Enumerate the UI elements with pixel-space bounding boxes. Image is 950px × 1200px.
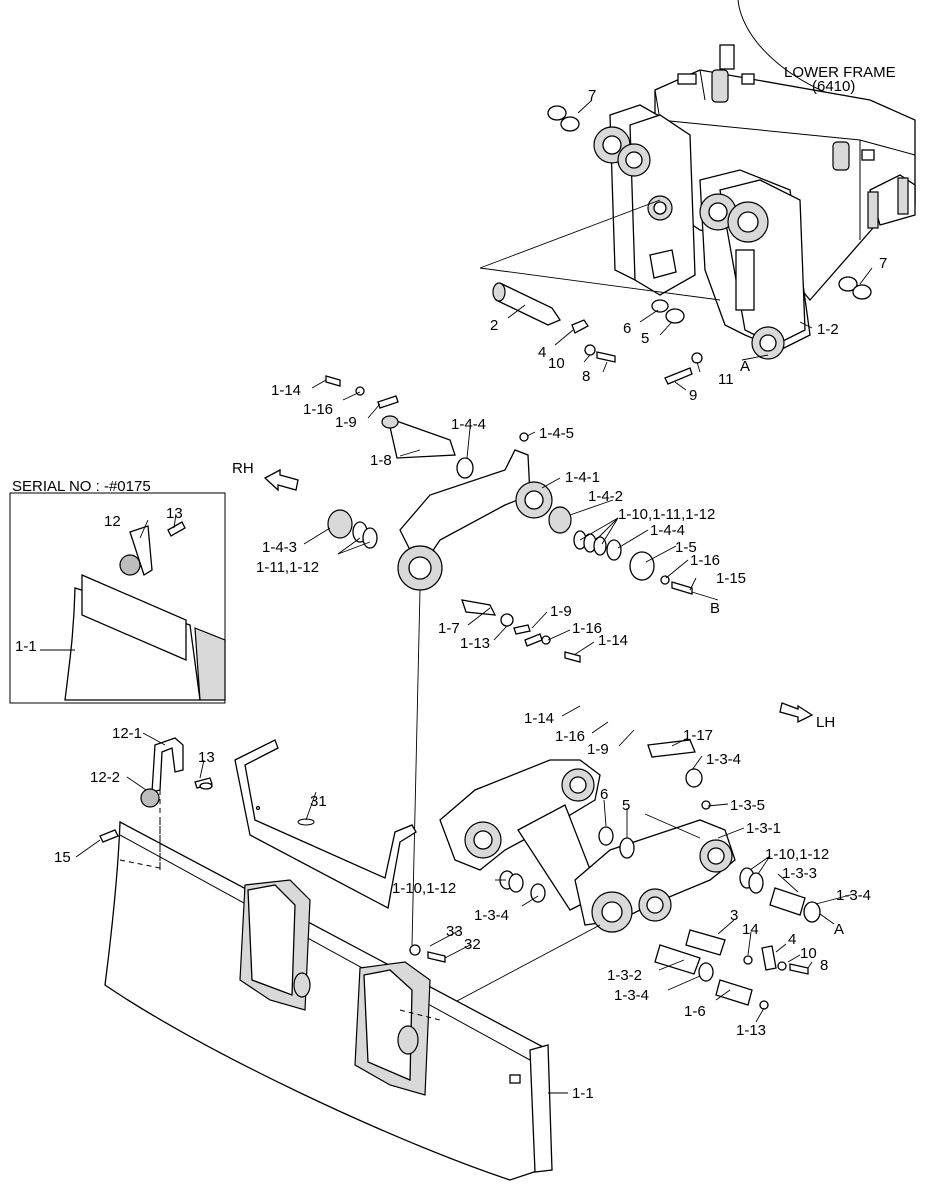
part-label: 1-3-3 <box>782 865 817 882</box>
part-label: 1-9 <box>335 414 357 431</box>
part-label: 5 <box>622 797 630 814</box>
part-label: 11 <box>718 371 734 388</box>
part-label: 1-3-4 <box>614 987 649 1004</box>
leader-lines <box>75 99 873 1094</box>
blade <box>104 820 553 1181</box>
part-label: 12 <box>104 513 121 530</box>
part-label: 1-4-5 <box>539 425 574 442</box>
part-label: 1-13 <box>736 1022 766 1039</box>
part-label: 8 <box>582 368 590 385</box>
part-label: 10 <box>548 355 565 372</box>
direction-arrows <box>263 468 814 724</box>
part-label: 2 <box>490 317 498 334</box>
part-label: 6 <box>600 786 608 803</box>
part-label: 1-3-5 <box>730 797 765 814</box>
part-label: 10 <box>800 945 817 962</box>
part-label: 13 <box>198 749 215 766</box>
part-label: 4 <box>538 344 546 361</box>
part-label: 1-3-1 <box>746 820 781 837</box>
part-label: 1-11,1-12 <box>256 559 319 576</box>
part-label: 1-9 <box>587 741 609 758</box>
part-label: 3 <box>730 907 738 924</box>
link-1-4-assembly <box>325 375 693 946</box>
part-label: 1-4-4 <box>451 416 486 433</box>
part-label: 1-4-1 <box>565 469 600 486</box>
part-label: A <box>834 921 844 938</box>
dir-rh-label: RH <box>232 460 254 477</box>
part-label: 1-3-4 <box>836 887 871 904</box>
part-label: 1-10,1-12 <box>392 880 456 897</box>
part-label: 6 <box>623 320 631 337</box>
part-label: 5 <box>641 330 649 347</box>
part-label: 12-2 <box>90 769 120 786</box>
part-label: 1-16 <box>572 620 602 637</box>
part-label: 1-1 <box>15 638 37 655</box>
part-label: 1-16 <box>303 401 333 418</box>
part-label: 1-16 <box>690 552 720 569</box>
part-label: 1-6 <box>684 1003 706 1020</box>
part-label: 33 <box>446 923 463 940</box>
part-label: 1-14 <box>524 710 554 727</box>
part-label: 1-3-2 <box>607 967 642 984</box>
lower-frame-code: (6410) <box>812 78 855 95</box>
part-label: 1-9 <box>550 603 572 620</box>
part-label: 1-2 <box>817 321 839 338</box>
part-label: 7 <box>588 87 596 104</box>
part-label: 1-4-2 <box>588 488 623 505</box>
part-label: 31 <box>310 793 327 810</box>
part-label: A <box>740 358 750 375</box>
labels: LOWER FRAME (6410) SERIAL NO : -#0175 RH… <box>12 64 896 1102</box>
part-label: 1-15 <box>716 570 746 587</box>
part-label: 8 <box>820 957 828 974</box>
lower-frame-label: LOWER FRAME <box>784 64 896 81</box>
part-label: 1-17 <box>683 727 713 744</box>
part-label: 32 <box>464 936 481 953</box>
cover-31 <box>234 739 417 909</box>
part-label: 1-1 <box>572 1085 594 1102</box>
part-label: 9 <box>689 387 697 404</box>
part-label: 1-14 <box>598 632 628 649</box>
part-label: 1-7 <box>438 620 460 637</box>
part-label: 1-16 <box>555 728 585 745</box>
part-label: 1-3-4 <box>706 751 741 768</box>
pin-2-assembly <box>479 105 872 385</box>
part-label: 1-13 <box>460 635 490 652</box>
part-label: 13 <box>166 505 183 522</box>
part-label: 1-4-3 <box>262 539 297 556</box>
part-label: 12-1 <box>112 725 142 742</box>
part-label: 1-4-4 <box>650 522 685 539</box>
part-label: 1-10,1-11,1-12 <box>618 506 715 523</box>
lower-frame <box>593 0 916 360</box>
part-label: 14 <box>742 921 759 938</box>
part-label: 15 <box>54 849 71 866</box>
part-label: 7 <box>879 255 887 272</box>
part-label: 4 <box>788 931 796 948</box>
part-label: 1-14 <box>271 382 301 399</box>
part-label: 1-8 <box>370 452 392 469</box>
part-label: B <box>710 600 720 617</box>
serial-no-label: SERIAL NO : -#0175 <box>12 478 151 495</box>
handle-assembly <box>99 737 213 870</box>
dir-lh-label: LH <box>816 714 835 731</box>
part-label: 1-10,1-12 <box>765 846 829 863</box>
part-label: 1-5 <box>675 539 697 556</box>
link-1-3-assembly <box>424 739 821 1019</box>
part-label: 1-3-4 <box>474 907 509 924</box>
serial-inset <box>9 492 226 704</box>
